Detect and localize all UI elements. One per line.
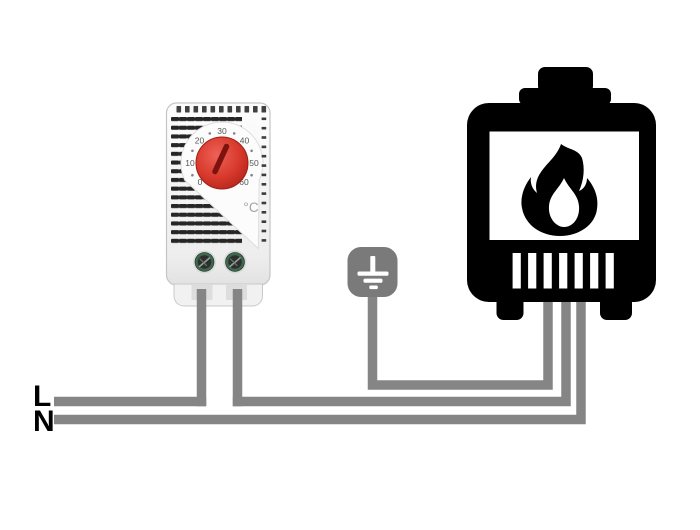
terminal-screw-right (223, 250, 247, 274)
dial-scale-label-0: 0 (198, 177, 203, 187)
label-l: L (33, 380, 51, 413)
thermostat-base (173, 283, 263, 307)
wires (54, 292, 586, 425)
heater-chimney-cap (538, 67, 593, 93)
heater-chimney-base (519, 88, 611, 105)
dial-scale-label-60: 60 (239, 177, 249, 187)
thermostat-mounting-comb (176, 106, 267, 113)
thermostat-unit-label: °C (243, 200, 258, 215)
dial-scale-label-10: 10 (185, 158, 195, 168)
wire-n-segment (54, 298, 586, 425)
label-n: N (33, 405, 55, 438)
ground-symbol (347, 247, 398, 297)
thermostat-knob (195, 136, 249, 190)
thermostat-side-vents (261, 117, 267, 242)
thermostat-dial-icon: 0 10 20 30 40 50 60 °C (165, 102, 271, 307)
heater-vents (512, 253, 614, 289)
dial-scale-label-20: 20 (195, 136, 205, 146)
flame-icon (521, 144, 598, 236)
dial-scale-label-50: 50 (249, 158, 259, 168)
heater-flame-icon (467, 67, 656, 320)
dial-scale-label-40: 40 (240, 136, 250, 146)
knob-slot (212, 143, 230, 175)
terminal-screw-left (193, 250, 216, 274)
wire-ground-segment (367, 292, 553, 390)
thermostat-leads (196, 289, 243, 407)
thermostat-dial-dots (191, 132, 253, 177)
wire-l-right-segment (232, 298, 571, 407)
dial-scale-label-30: 30 (217, 126, 227, 136)
ground-earth-icon (357, 256, 389, 290)
